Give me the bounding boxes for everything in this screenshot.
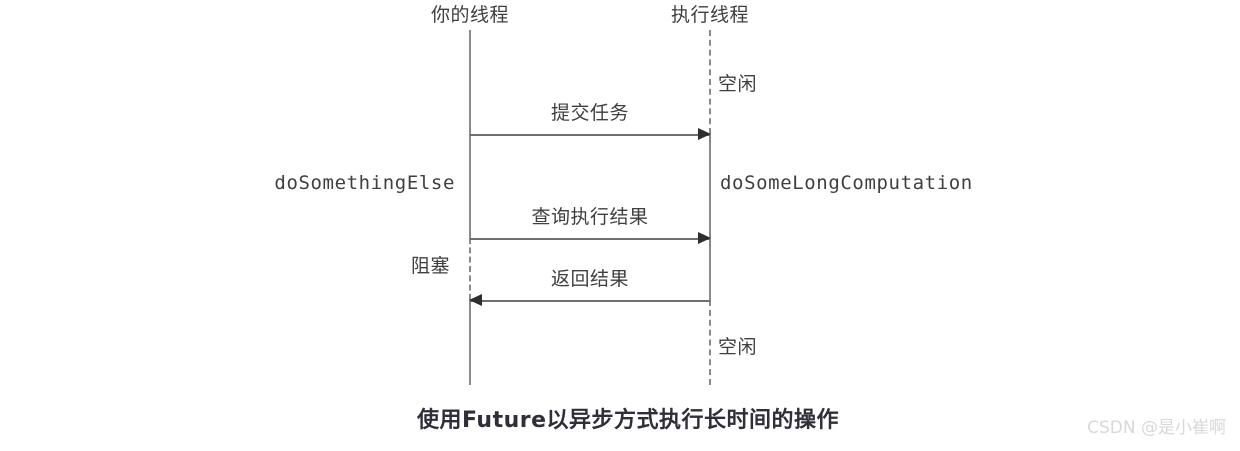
arrowhead-icon-return-result: [469, 294, 482, 306]
annotation-blocked: 阻塞: [410, 255, 450, 277]
participant-header-your-thread: 你的线程: [430, 4, 510, 26]
lifeline-your-thread-segment-2: [469, 238, 471, 300]
diagram-caption: 使用Future以异步方式执行长时间的操作: [416, 408, 840, 433]
message-label-submit-task: 提交任务: [550, 102, 630, 124]
annotation-do-long-computation: doSomeLongComputation: [720, 172, 973, 194]
message-label-return-result: 返回结果: [550, 268, 630, 290]
arrowhead-icon-query-result: [698, 232, 711, 244]
lifeline-executor-thread-segment-3: [709, 300, 711, 385]
annotation-do-something-else: doSomethingElse: [274, 172, 455, 194]
participant-header-executor-thread: 执行线程: [670, 4, 750, 26]
message-line-return-result: [470, 300, 710, 302]
lifeline-your-thread-segment-3: [469, 300, 471, 385]
csdn-watermark: CSDN @是小崔啊: [1087, 418, 1226, 438]
arrowhead-icon-submit-task: [698, 128, 711, 140]
message-label-query-result: 查询执行结果: [531, 206, 649, 228]
message-line-submit-task: [470, 134, 710, 136]
lifeline-executor-thread-segment-1: [709, 30, 711, 134]
annotation-idle-bottom: 空闲: [718, 336, 758, 358]
annotation-idle-top: 空闲: [718, 73, 758, 95]
lifeline-executor-thread-segment-2: [709, 134, 711, 300]
message-line-query-result: [470, 238, 710, 240]
